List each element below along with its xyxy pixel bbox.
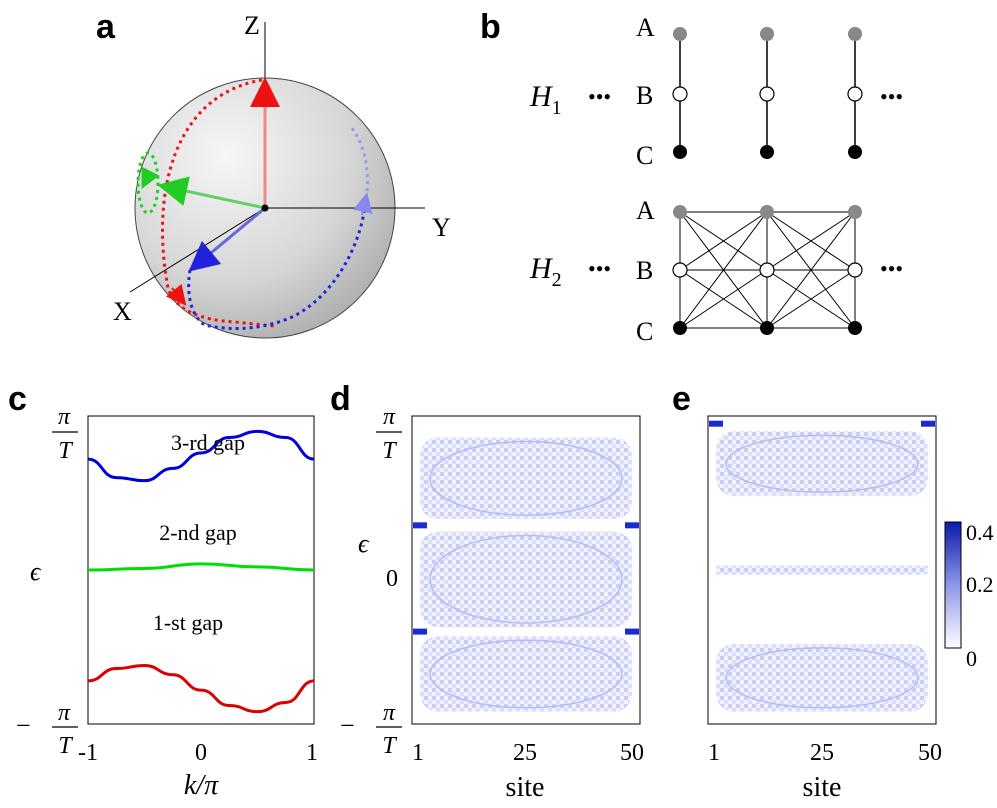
panel-d-xlabel: site [506,772,545,803]
red-arrowhead [165,283,187,306]
blue-vector [188,206,266,272]
green-arrowhead [141,166,160,189]
panel-c-ytick-bottom: − π T [16,700,78,759]
blue-arrowhead [353,192,373,216]
bulk-band-fringe-0 [429,440,623,516]
panel-c-xtick-0: -1 [78,740,98,766]
panel-d-xtick-2: 50 [620,740,644,766]
panel-d-label: d [330,380,351,418]
svg-text:T: T [382,438,397,464]
panel-d-ytick-bottom: − π T [340,700,402,759]
panel-c-xtick-1: 0 [195,740,207,766]
h2-site-b: B [636,256,653,285]
panel-c-xtick-2: 1 [306,740,318,766]
edge-state-left-0 [709,420,723,427]
panel-a-label: a [96,8,116,46]
panel-e-label: e [672,380,691,418]
bulk-band-fringe-2 [429,639,623,709]
panel-a: a Z Y X [96,8,451,339]
colorbar-tick-1: 0.2 [966,572,994,597]
panel-e-xtick-1: 25 [810,740,834,766]
edge-state-right-1 [625,628,639,635]
svg-text:T: T [58,438,73,464]
h2-ellipsis-right: ••• [880,256,903,281]
h1-label: H1 [529,80,562,119]
panel-e-xlabel: site [803,772,842,803]
h2-site-a: A [636,196,655,225]
h1-ellipsis-left: ••• [588,84,611,109]
panel-b: b H1 ••• ••• A B C H2 ••• ••• A B C [480,8,903,346]
panel-d-ylabel: ϵ [358,529,370,558]
panel-d-xtick-0: 1 [412,740,424,766]
band-line-0 [87,429,315,483]
h2-label: H2 [529,252,562,291]
panel-c: c 3-rd gap 2-nd gap 1-st gap ϵ π T − π T… [8,380,318,801]
bulk-band-fringe-0 [725,434,919,493]
panel-e: e 1 25 50 site 0.4 0.2 0 [672,380,994,803]
svg-text:π: π [58,700,71,726]
axis-label-x: X [113,297,132,326]
axis-label-z: Z [244,11,260,40]
panel-c-xlabel: k/π [184,770,219,801]
svg-text:π: π [383,700,396,726]
red-trajectory [161,78,278,328]
gap-label-1: 1-st gap [153,610,223,635]
gap-label-2: 2-nd gap [159,520,237,545]
bulk-band-0 [716,431,928,497]
panel-e-heatmap [709,420,935,712]
band-line-2 [87,663,315,714]
colorbar [944,521,962,649]
bulk-band-fringe-2 [725,647,919,709]
panel-e-xtick-0: 1 [708,740,720,766]
axis-label-y: Y [432,213,451,242]
band-line-1 [87,562,315,572]
h2-sites [672,205,863,335]
panel-c-lines [87,429,315,714]
svg-text:−: − [16,711,31,740]
h2-ellipsis-left: ••• [588,256,611,281]
bulk-band-2 [420,636,632,712]
colorbar-tick-0: 0.4 [966,520,994,545]
h1-lattice [672,27,863,159]
bulk-band-1 [420,531,632,627]
panel-d-heatmap [413,437,639,712]
panel-d-xtick-1: 25 [513,740,537,766]
svg-text:T: T [58,733,73,759]
gap-label-3: 3-rd gap [171,430,245,455]
colorbar-tick-2: 0 [966,646,977,671]
bulk-band-0 [420,437,632,520]
svg-text:−: − [340,711,355,740]
h1-site-c: C [636,141,653,170]
edge-state-right-0 [625,522,639,529]
h1-site-b: B [636,81,653,110]
panel-d-ytick-0: 0 [386,566,398,592]
green-vector [157,176,266,210]
panel-c-ylabel: ϵ [30,557,42,586]
origin-dot [261,204,269,212]
svg-text:T: T [382,733,397,759]
edge-state-left-1 [413,628,427,635]
panel-b-label: b [480,8,501,46]
bulk-band-2 [716,643,928,712]
h1-site-a: A [636,13,655,42]
panel-d: d π T ϵ 0 − π T 1 25 50 site [330,380,644,803]
bulk-band-fringe-1 [429,534,623,624]
panel-c-ytick-top: π T [52,404,78,464]
edge-state-left-0 [413,522,427,529]
bulk-band-1 [716,565,928,575]
h1-ellipsis-right: ••• [880,84,903,109]
edge-state-right-0 [921,420,935,427]
panel-e-xtick-2: 50 [918,740,942,766]
svg-text:π: π [383,404,396,430]
h2-site-c: C [636,317,653,346]
svg-text:π: π [58,404,71,430]
blue-trajectory [187,204,367,330]
panel-c-label: c [8,380,27,418]
panel-d-ytick-top: π T [376,404,402,464]
